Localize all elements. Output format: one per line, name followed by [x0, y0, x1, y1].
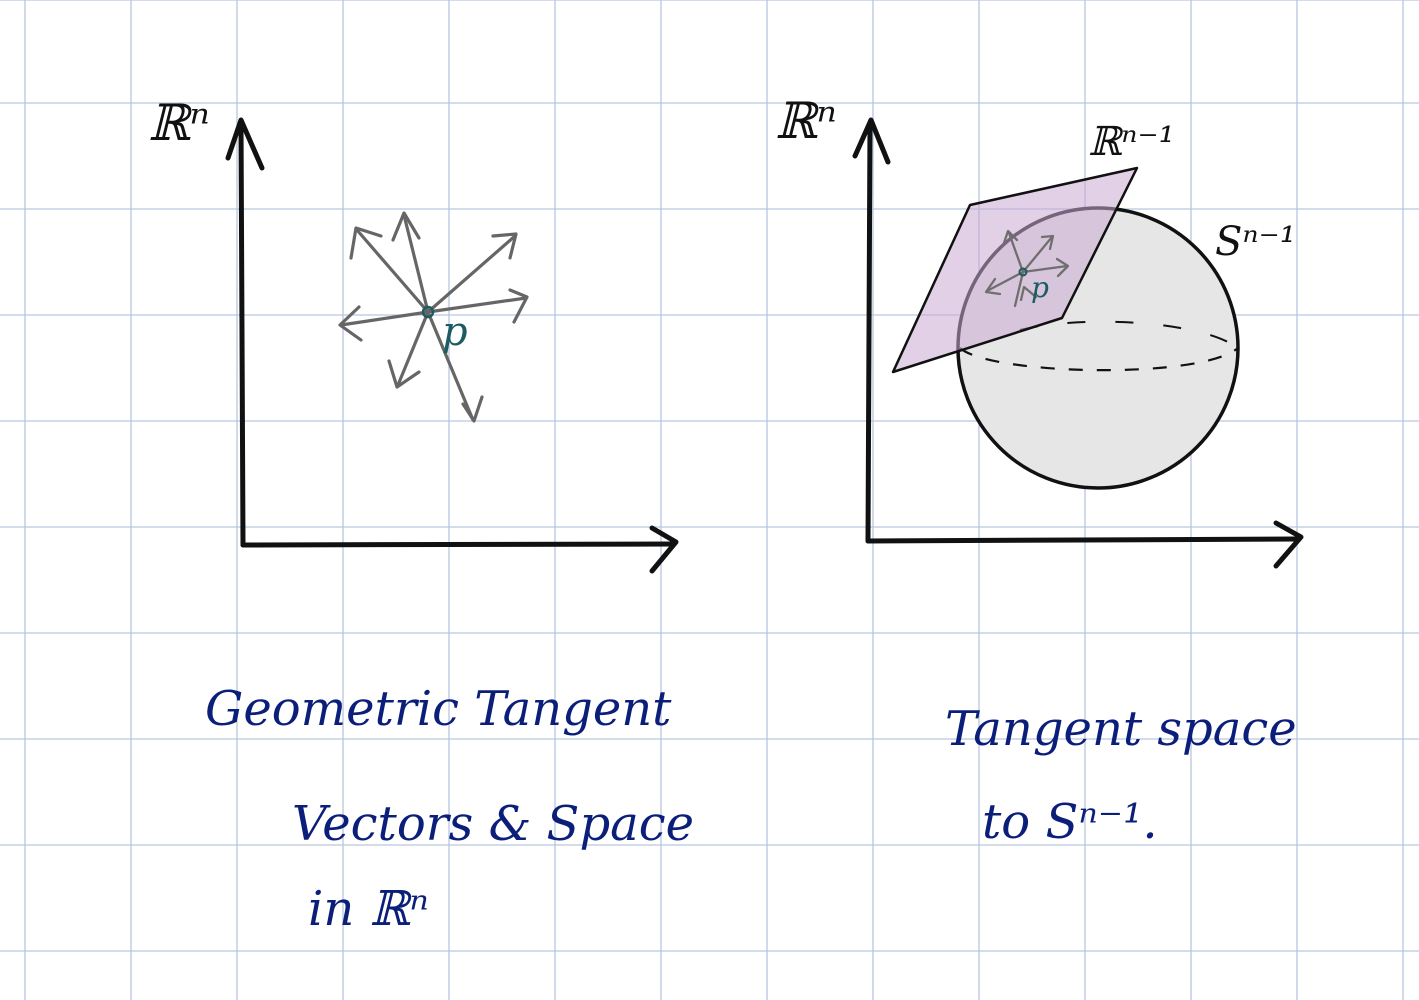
vector-arrow [1007, 231, 1025, 274]
left-axis-label: ℝⁿ [148, 94, 210, 152]
left-y-axis [238, 122, 246, 548]
vector-arrow [349, 226, 383, 260]
left-point-p [421, 305, 435, 319]
left-y-arrowhead [225, 117, 265, 171]
plane-tangent-vectors [984, 229, 1070, 308]
vector-arrow [1002, 229, 1019, 245]
right-axis-label: ℝⁿ [775, 92, 837, 150]
captions: Geometric Tangent Vectors & Space in ℝⁿ … [205, 681, 1297, 937]
right-y-arrowhead [852, 117, 891, 165]
right-x-arrowhead [1273, 520, 1304, 569]
right-point-p [1018, 267, 1028, 277]
right-diagram: ℝⁿ p ℝⁿ⁻¹ Sⁿ⁻¹ [775, 92, 1304, 569]
vector-arrow [402, 213, 430, 314]
left-point-label: p [442, 309, 468, 355]
right-caption-line-2: to Sⁿ⁻¹. [982, 794, 1158, 850]
right-axes [852, 117, 1304, 569]
vector-arrow [461, 395, 484, 423]
vector-arrow [1019, 285, 1038, 302]
left-caption-line-1: Geometric Tangent [205, 681, 672, 737]
left-caption-line-2: Vectors & Space [292, 796, 694, 852]
vector-arrow [985, 270, 1025, 293]
vector-arrow [387, 359, 421, 389]
vector-arrow [1055, 257, 1070, 278]
left-diagram: ℝⁿ p [148, 94, 679, 574]
vector-arrow [338, 305, 363, 342]
sphere-equator-back [1019, 320, 1239, 349]
right-y-axis [865, 122, 873, 544]
vector-arrow [1040, 234, 1055, 251]
sphere-label: Sⁿ⁻¹ [1215, 219, 1296, 265]
right-point-label: p [1031, 271, 1049, 304]
vector-arrow [1013, 270, 1025, 308]
vector-arrow [391, 211, 421, 242]
vector-arrow [508, 288, 529, 324]
tangent-plane [891, 166, 1139, 374]
left-tangent-vectors [338, 211, 529, 423]
vector-arrow [1021, 235, 1054, 274]
vector-arrow [396, 310, 430, 387]
vector-arrow [339, 310, 430, 327]
vector-arrow [1021, 264, 1069, 274]
vector-arrow [984, 277, 1002, 296]
right-x-axis [865, 536, 1301, 544]
vector-arrow [426, 310, 475, 422]
vector-arrow [426, 234, 517, 314]
left-x-arrowhead [649, 525, 679, 574]
vector-arrow [355, 228, 430, 314]
plane-label: ℝⁿ⁻¹ [1088, 119, 1175, 165]
right-caption-line-1: Tangent space [945, 701, 1297, 757]
sphere-equator [959, 347, 1239, 372]
vector-arrow [491, 232, 518, 260]
left-axes [225, 117, 679, 574]
left-x-axis [240, 541, 677, 548]
left-caption-line-3: in ℝⁿ [308, 881, 429, 937]
vector-arrow [426, 296, 528, 314]
